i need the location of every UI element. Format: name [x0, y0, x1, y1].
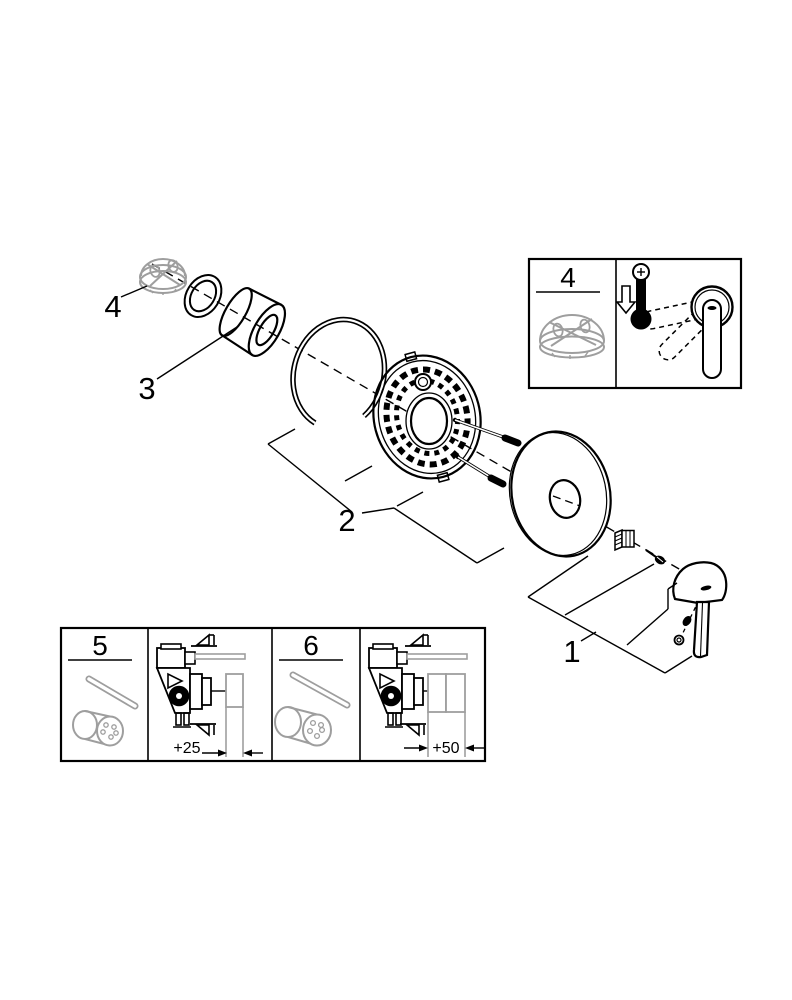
inset-temperature-box: 4	[527, 257, 743, 390]
handle-adapter	[614, 528, 635, 552]
fixing-screw-top	[452, 417, 522, 447]
dimension-plus25: +25	[173, 740, 200, 757]
part-label-3: 3	[138, 371, 155, 406]
handle-screw	[645, 549, 666, 565]
thermometer-icon	[630, 263, 652, 330]
part-label-1: 1	[563, 634, 580, 669]
o-ring	[183, 274, 223, 318]
wall-symbol-top	[191, 633, 217, 647]
wall-symbol-top	[405, 633, 431, 647]
extension-set-50	[274, 671, 351, 747]
inset-extension-box: 5	[59, 626, 487, 763]
extension-set-25	[72, 675, 139, 747]
stop-limiter-icon	[539, 314, 605, 359]
mounting-plate	[372, 351, 482, 483]
inset-label-6: 6	[303, 630, 319, 661]
lever-handle	[672, 561, 728, 659]
inset-label-5: 5	[92, 630, 108, 661]
fixing-screw-bottom	[455, 454, 507, 488]
wall-symbol-bottom	[400, 723, 426, 737]
snap-ring	[290, 316, 388, 426]
inset-label-4: 4	[560, 262, 576, 293]
rough-in-diagram-50	[367, 633, 484, 757]
grub-screw	[682, 615, 692, 627]
nut	[673, 634, 685, 646]
rough-in-diagram-25	[155, 633, 263, 757]
part-label-2: 2	[338, 503, 355, 538]
wall-symbol-bottom	[190, 723, 216, 737]
part-label-4: 4	[104, 289, 121, 324]
arrow-down-icon	[615, 285, 637, 315]
dimension-plus50: +50	[432, 740, 459, 757]
handle-positions-icon	[641, 285, 734, 379]
extension-sleeve-part	[218, 286, 287, 357]
stop-limiter-part	[139, 258, 187, 295]
leader-lines	[120, 285, 693, 674]
escutcheon-plate	[508, 430, 612, 558]
